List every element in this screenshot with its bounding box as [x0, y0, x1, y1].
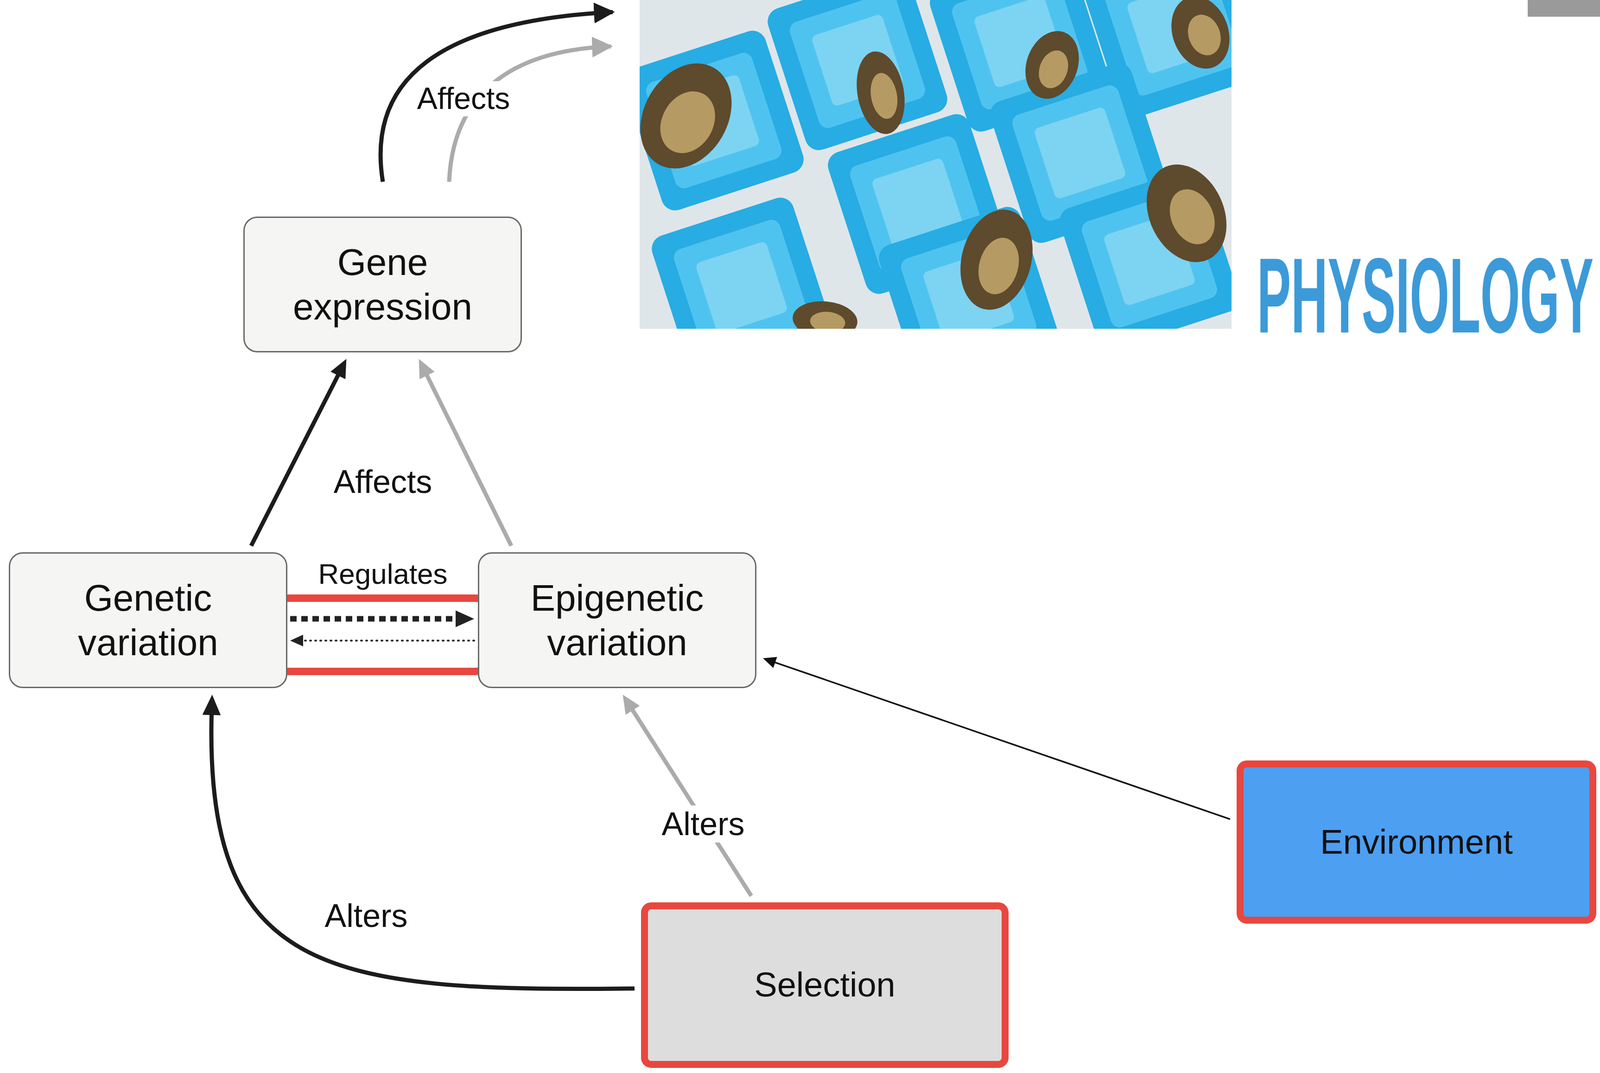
oyster-shell — [850, 47, 911, 139]
oyster-shell — [1161, 0, 1232, 77]
oyster — [850, 47, 911, 139]
oyster-shell-light — [972, 233, 1025, 299]
highlight-outline — [266, 597, 494, 672]
process-box: Gene expression — [243, 216, 522, 353]
corner-badge — [1527, 0, 1600, 17]
connector-line — [211, 710, 635, 989]
process-box: Epigenetic variation — [477, 552, 757, 688]
arrow-label: Affects — [330, 463, 437, 501]
oyster-shell-light — [1182, 10, 1227, 61]
oyster — [1161, 0, 1232, 77]
connector-line — [300, 639, 475, 642]
edge-label: Regulates — [314, 557, 451, 591]
process-box: Genetic variation — [8, 552, 288, 688]
oyster — [791, 298, 859, 329]
connector-line — [772, 661, 1231, 820]
oyster-shell-light — [1161, 181, 1224, 252]
oyster — [949, 201, 1044, 318]
oyster-shell — [1131, 151, 1232, 275]
connector — [419, 358, 512, 546]
oyster-shell — [791, 298, 859, 329]
oyster-shell-light — [809, 310, 847, 329]
oyster — [639, 46, 750, 185]
oyster-shell — [1016, 23, 1089, 107]
oyster-shell — [639, 46, 750, 185]
tray-floor — [1033, 106, 1127, 200]
connector — [251, 358, 347, 546]
factor-box: Environment — [1236, 760, 1597, 924]
tray-floor — [694, 240, 789, 329]
node-text: Environment — [1320, 821, 1513, 863]
node-text: Selection — [754, 964, 896, 1006]
connector — [622, 694, 752, 896]
connector — [202, 694, 635, 989]
factor-box: Selection — [641, 901, 1009, 1068]
edge-label: Alters — [321, 896, 412, 935]
oyster — [1131, 151, 1232, 275]
edge-label: Alters — [658, 805, 749, 843]
oyster-shell-light — [1033, 46, 1074, 93]
connector-line — [630, 706, 752, 896]
oyster-shell-light — [867, 70, 902, 121]
oyster-photo — [639, 0, 1232, 329]
connector — [290, 610, 475, 647]
tray-wall — [787, 0, 928, 131]
oyster-shell-light — [649, 81, 726, 164]
connector-line — [251, 372, 340, 546]
oyster-shell — [949, 201, 1044, 318]
arrow-label: Affects — [413, 81, 515, 117]
connector-line — [290, 615, 460, 622]
tray-wall — [671, 217, 812, 329]
node-text: Genetic variation — [30, 575, 266, 665]
oyster — [1016, 23, 1089, 107]
connector — [762, 656, 1231, 820]
node-text: Epigenetic variation — [499, 575, 735, 665]
connector-line — [425, 372, 512, 546]
slide-title: PHYSIOLOGY — [1257, 242, 1594, 350]
node-text: Gene expression — [265, 240, 501, 330]
arrow-to-photo — [380, 12, 613, 182]
